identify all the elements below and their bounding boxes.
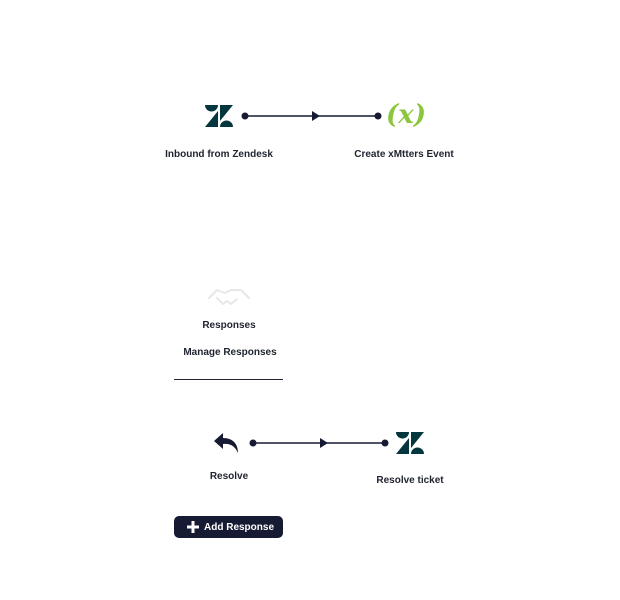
manage-responses-link[interactable]: Manage Responses — [183, 347, 277, 358]
bottom-flow-connector — [249, 438, 389, 448]
plus-icon — [187, 521, 199, 533]
top-flow-connector — [241, 111, 382, 121]
zendesk-logo-icon[interactable] — [396, 432, 424, 454]
zendesk-logo-icon[interactable] — [205, 105, 233, 127]
inbound-zendesk-label: Inbound from Zendesk — [165, 149, 273, 160]
create-xmatters-event-label: Create xMtters Event — [354, 149, 454, 160]
resolve-label: Resolve — [209, 471, 249, 482]
responses-divider — [174, 379, 283, 380]
xmatters-function-icon[interactable]: (x) — [386, 100, 427, 130]
handshake-icon — [207, 286, 251, 308]
top-flow: (x) Inbound from Zendesk Create xMtters … — [0, 0, 620, 200]
responses-title: Responses — [202, 320, 256, 331]
add-response-button[interactable]: Add Response — [174, 516, 283, 538]
resolve-ticket-label: Resolve ticket — [376, 475, 444, 486]
reply-arrow-icon[interactable] — [213, 431, 241, 455]
add-response-label: Add Response — [204, 521, 275, 533]
